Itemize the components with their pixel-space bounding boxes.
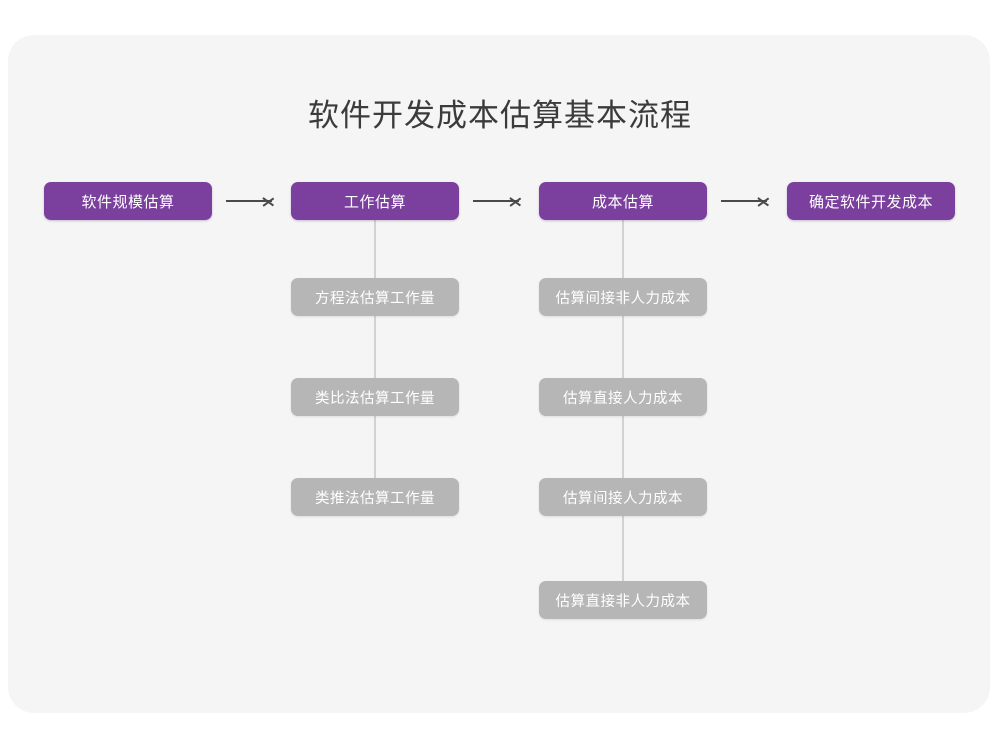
arrow-head-icon xyxy=(510,193,521,208)
branch-cost-indirect-nonlabor[interactable]: 估算间接非人力成本 xyxy=(539,278,707,316)
arrow-head-icon xyxy=(758,193,769,208)
connector-cost-3 xyxy=(622,415,624,479)
main-step-cost-estimation[interactable]: 成本估算 xyxy=(539,182,707,220)
arrow-shaft-icon xyxy=(721,200,767,202)
arrow-head-icon xyxy=(263,193,274,208)
connector-cost-4 xyxy=(622,515,624,581)
arrow-step1-to-step2 xyxy=(226,190,284,212)
page-title: 软件开发成本估算基本流程 xyxy=(308,98,692,134)
branch-effort-analogical-method[interactable]: 类推法估算工作量 xyxy=(291,478,459,516)
main-step-effort-estimation[interactable]: 工作估算 xyxy=(291,182,459,220)
main-step-software-scale-estimation[interactable]: 软件规模估算 xyxy=(44,182,212,220)
arrow-step3-to-step4 xyxy=(721,190,779,212)
branch-cost-direct-labor[interactable]: 估算直接人力成本 xyxy=(539,378,707,416)
connector-effort-1 xyxy=(374,219,376,279)
connector-effort-2 xyxy=(374,315,376,379)
diagram-card xyxy=(8,35,990,713)
branch-effort-analogy-method[interactable]: 类比法估算工作量 xyxy=(291,378,459,416)
arrow-shaft-icon xyxy=(226,200,272,202)
connector-effort-3 xyxy=(374,415,376,479)
branch-effort-equation-method[interactable]: 方程法估算工作量 xyxy=(291,278,459,316)
arrow-shaft-icon xyxy=(473,200,519,202)
connector-cost-2 xyxy=(622,315,624,379)
branch-cost-indirect-labor[interactable]: 估算间接人力成本 xyxy=(539,478,707,516)
connector-cost-1 xyxy=(622,219,624,279)
arrow-step2-to-step3 xyxy=(473,190,531,212)
branch-cost-direct-nonlabor[interactable]: 估算直接非人力成本 xyxy=(539,581,707,619)
main-step-determine-development-cost[interactable]: 确定软件开发成本 xyxy=(787,182,955,220)
